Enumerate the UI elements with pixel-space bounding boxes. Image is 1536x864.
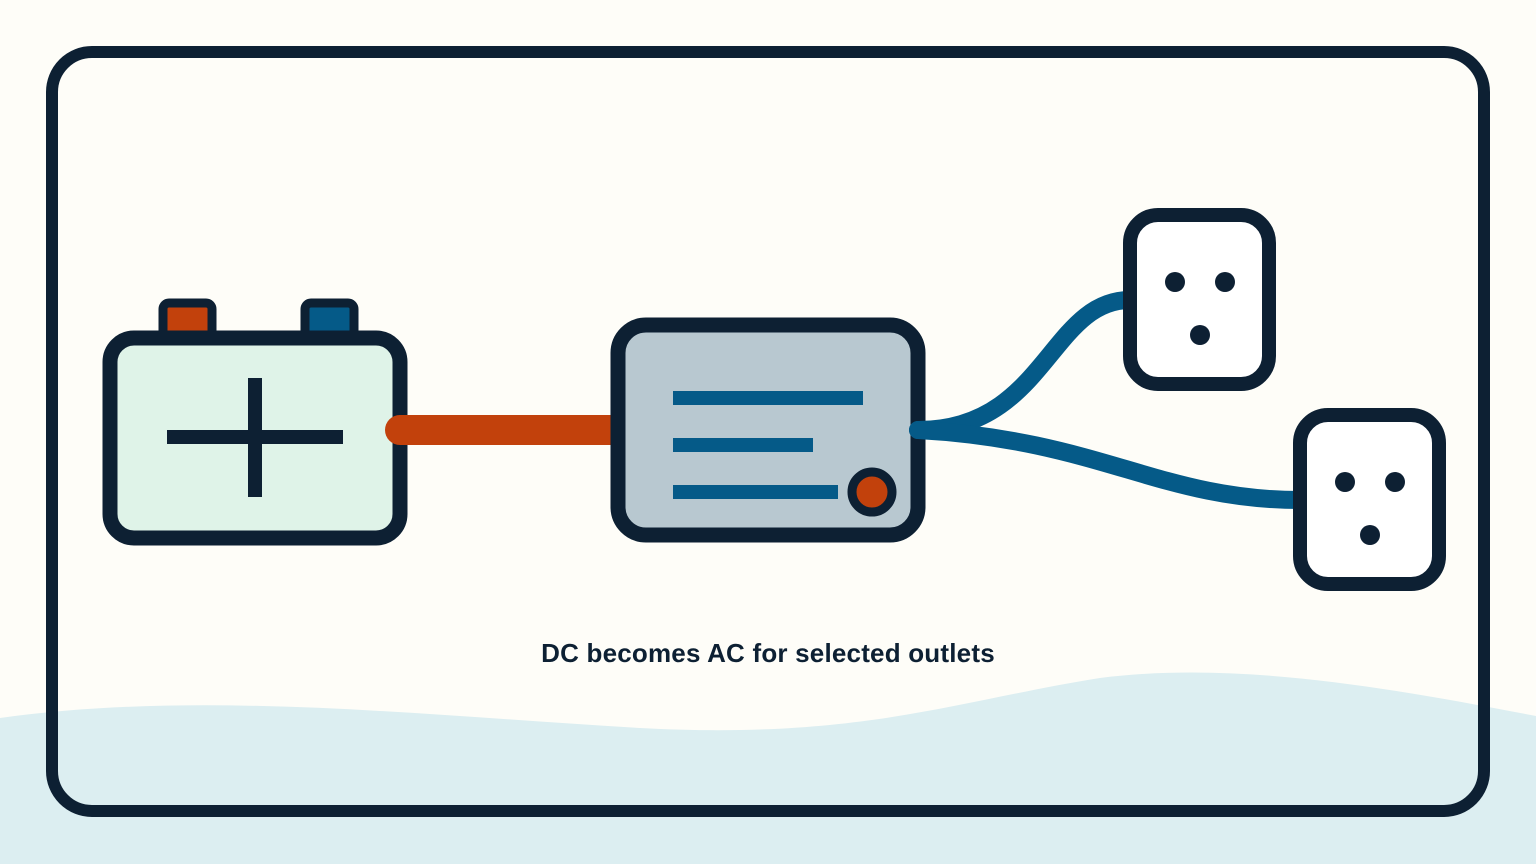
outlet-socket-hole xyxy=(1215,272,1235,292)
inverter-display-lines xyxy=(673,391,863,499)
outlet-ground-hole xyxy=(1190,325,1210,345)
diagram-frame xyxy=(46,46,1490,817)
ac-wires xyxy=(909,291,1309,509)
background-wave xyxy=(0,672,1536,864)
outlet-icon xyxy=(1123,208,1276,391)
outlet-faceplate xyxy=(1123,208,1276,391)
outlet-socket-hole xyxy=(1385,472,1405,492)
inverter-icon xyxy=(610,317,926,543)
diagram-caption: DC becomes AC for selected outlets xyxy=(541,638,995,668)
outlet-icon xyxy=(1293,408,1446,591)
ac-wire-upper xyxy=(909,291,1139,439)
ac-wire-lower xyxy=(909,421,1309,509)
outlet-socket-hole xyxy=(1165,272,1185,292)
outlet-ground-hole xyxy=(1360,525,1380,545)
indicator-light xyxy=(847,467,897,517)
plus-icon xyxy=(167,378,343,497)
outlet-faceplate xyxy=(1293,408,1446,591)
outlet-socket-hole xyxy=(1335,472,1355,492)
battery-icon xyxy=(102,298,408,546)
